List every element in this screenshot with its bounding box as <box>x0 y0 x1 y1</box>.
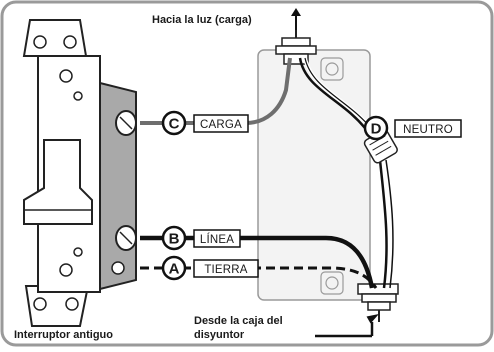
caption-to-light: Hacia la luz (carga) <box>152 14 252 26</box>
ground-wire <box>140 266 378 289</box>
callout-a: A TIERRA <box>161 255 259 281</box>
terminal-screw-load <box>115 110 137 136</box>
caption-from-breaker-line1: Desde la caja del <box>194 315 283 327</box>
switch-top-strap <box>22 19 88 57</box>
neutral-wire-down <box>378 159 388 289</box>
switch-toggle <box>23 139 93 225</box>
callout-a-letter: A <box>169 261 180 278</box>
electrical-box <box>257 49 371 301</box>
caption-old-switch: Interruptor antiguo <box>14 329 113 341</box>
callout-b-label: LÍNEA <box>200 233 234 246</box>
arrow-to-light <box>291 8 301 30</box>
callout-c-label: CARGA <box>200 119 242 131</box>
callout-d-label: NEUTRO <box>403 124 453 136</box>
caption-from-breaker-line2: disyuntor <box>194 329 245 341</box>
callout-c: C CARGA <box>161 110 249 136</box>
terminal-screw-ground <box>111 261 125 275</box>
bottom-cable-clamp <box>357 283 399 322</box>
callout-a-label: TIERRA <box>204 264 247 276</box>
line-wire <box>140 235 375 289</box>
callout-b: B LÍNEA <box>161 225 241 251</box>
old-switch <box>22 19 137 327</box>
callout-d-letter: D <box>371 121 382 138</box>
callout-d: D NEUTRO <box>363 115 462 141</box>
callout-c-letter: C <box>169 116 180 133</box>
callout-b-letter: B <box>169 231 180 248</box>
neutral-wire-top-a <box>298 57 370 133</box>
arrow-from-breaker <box>315 314 379 338</box>
terminal-screw-line <box>115 225 137 251</box>
